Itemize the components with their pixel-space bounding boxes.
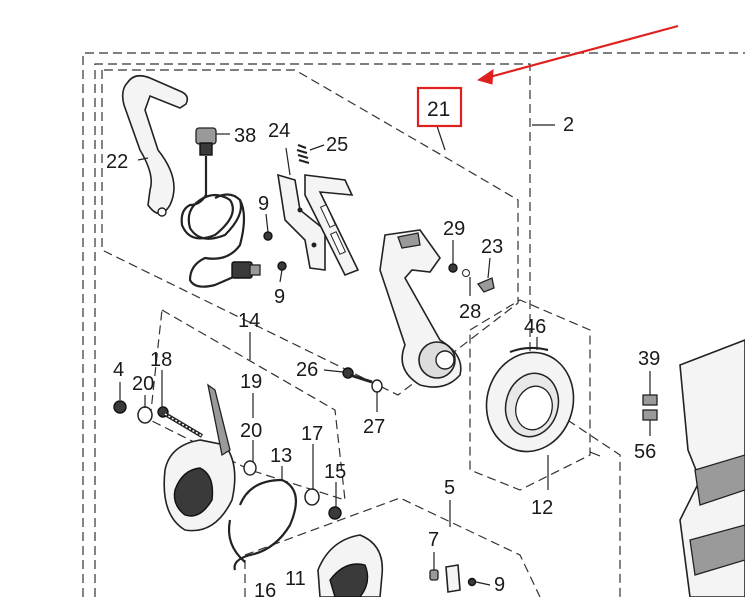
label-9c: 9 — [494, 574, 505, 596]
label-29: 29 — [443, 218, 465, 240]
label-9b: 9 — [274, 286, 285, 308]
assembly-boundaries — [82, 52, 745, 597]
spring-25 — [296, 143, 310, 165]
nut-15 — [328, 506, 342, 520]
ring-12 — [485, 346, 575, 453]
label-5: 5 — [444, 477, 455, 499]
lever-22 — [121, 74, 189, 217]
small-parts-28-29-23 — [448, 263, 495, 293]
label-38: 38 — [234, 125, 256, 147]
label-12: 12 — [531, 497, 553, 519]
label-16: 16 — [254, 580, 276, 597]
label-19: 19 — [240, 371, 262, 393]
label-56: 56 — [634, 441, 656, 463]
label-24: 24 — [268, 120, 290, 142]
assembly-14-frame — [149, 309, 346, 501]
highlight-box — [416, 86, 463, 128]
label-20a: 20 — [132, 373, 154, 395]
label-39: 39 — [638, 348, 660, 370]
label-46: 46 — [524, 316, 546, 338]
bolt-26 — [342, 367, 383, 393]
label-20b: 20 — [240, 420, 262, 442]
label-21: 21 — [427, 98, 450, 121]
label-2: 2 — [563, 114, 574, 136]
cropped-right-assembly — [679, 339, 745, 597]
label-15: 15 — [324, 461, 346, 483]
part-labels: 2 22 38 24 25 9 9 29 23 28 46 12 14 18 4… — [106, 114, 660, 597]
cable-connector-38 — [180, 127, 261, 288]
label-4: 4 — [113, 359, 124, 381]
label-7: 7 — [428, 529, 439, 551]
label-27: 27 — [363, 416, 385, 438]
outer-frame — [82, 52, 745, 597]
bolt-4 — [113, 400, 127, 414]
label-28: 28 — [459, 301, 481, 323]
washer-17 — [304, 488, 320, 506]
arm-21 — [379, 229, 462, 388]
parts-7-9 — [429, 564, 477, 593]
label-22: 22 — [106, 151, 128, 173]
label-25: 25 — [326, 134, 348, 156]
housing-19 — [163, 383, 236, 532]
label-17: 17 — [301, 423, 323, 445]
assembly-12-frame — [469, 299, 591, 491]
label-18: 18 — [150, 349, 172, 371]
highlight-21: 21 — [416, 86, 463, 128]
label-23: 23 — [481, 236, 503, 258]
assembly-5-frame — [244, 497, 541, 597]
red-arrow — [476, 24, 679, 85]
connectors-39-56 — [642, 394, 658, 421]
washer-20a — [137, 406, 153, 424]
clip-13 — [227, 478, 298, 571]
label-9a: 9 — [258, 193, 269, 215]
washer-20b — [243, 460, 257, 476]
slide-plate — [304, 174, 360, 277]
leader-lines — [119, 124, 651, 586]
label-11: 11 — [285, 568, 306, 590]
bracket-24 — [277, 173, 326, 271]
label-13: 13 — [270, 445, 292, 467]
label-26: 26 — [296, 359, 318, 381]
label-14: 14 — [238, 310, 260, 332]
gearbox-11 — [317, 534, 384, 597]
screws-9 — [263, 231, 287, 271]
assembly-21-frame — [101, 69, 519, 396]
assembly-2-frame — [94, 63, 621, 597]
bolt-18 — [157, 406, 204, 438]
